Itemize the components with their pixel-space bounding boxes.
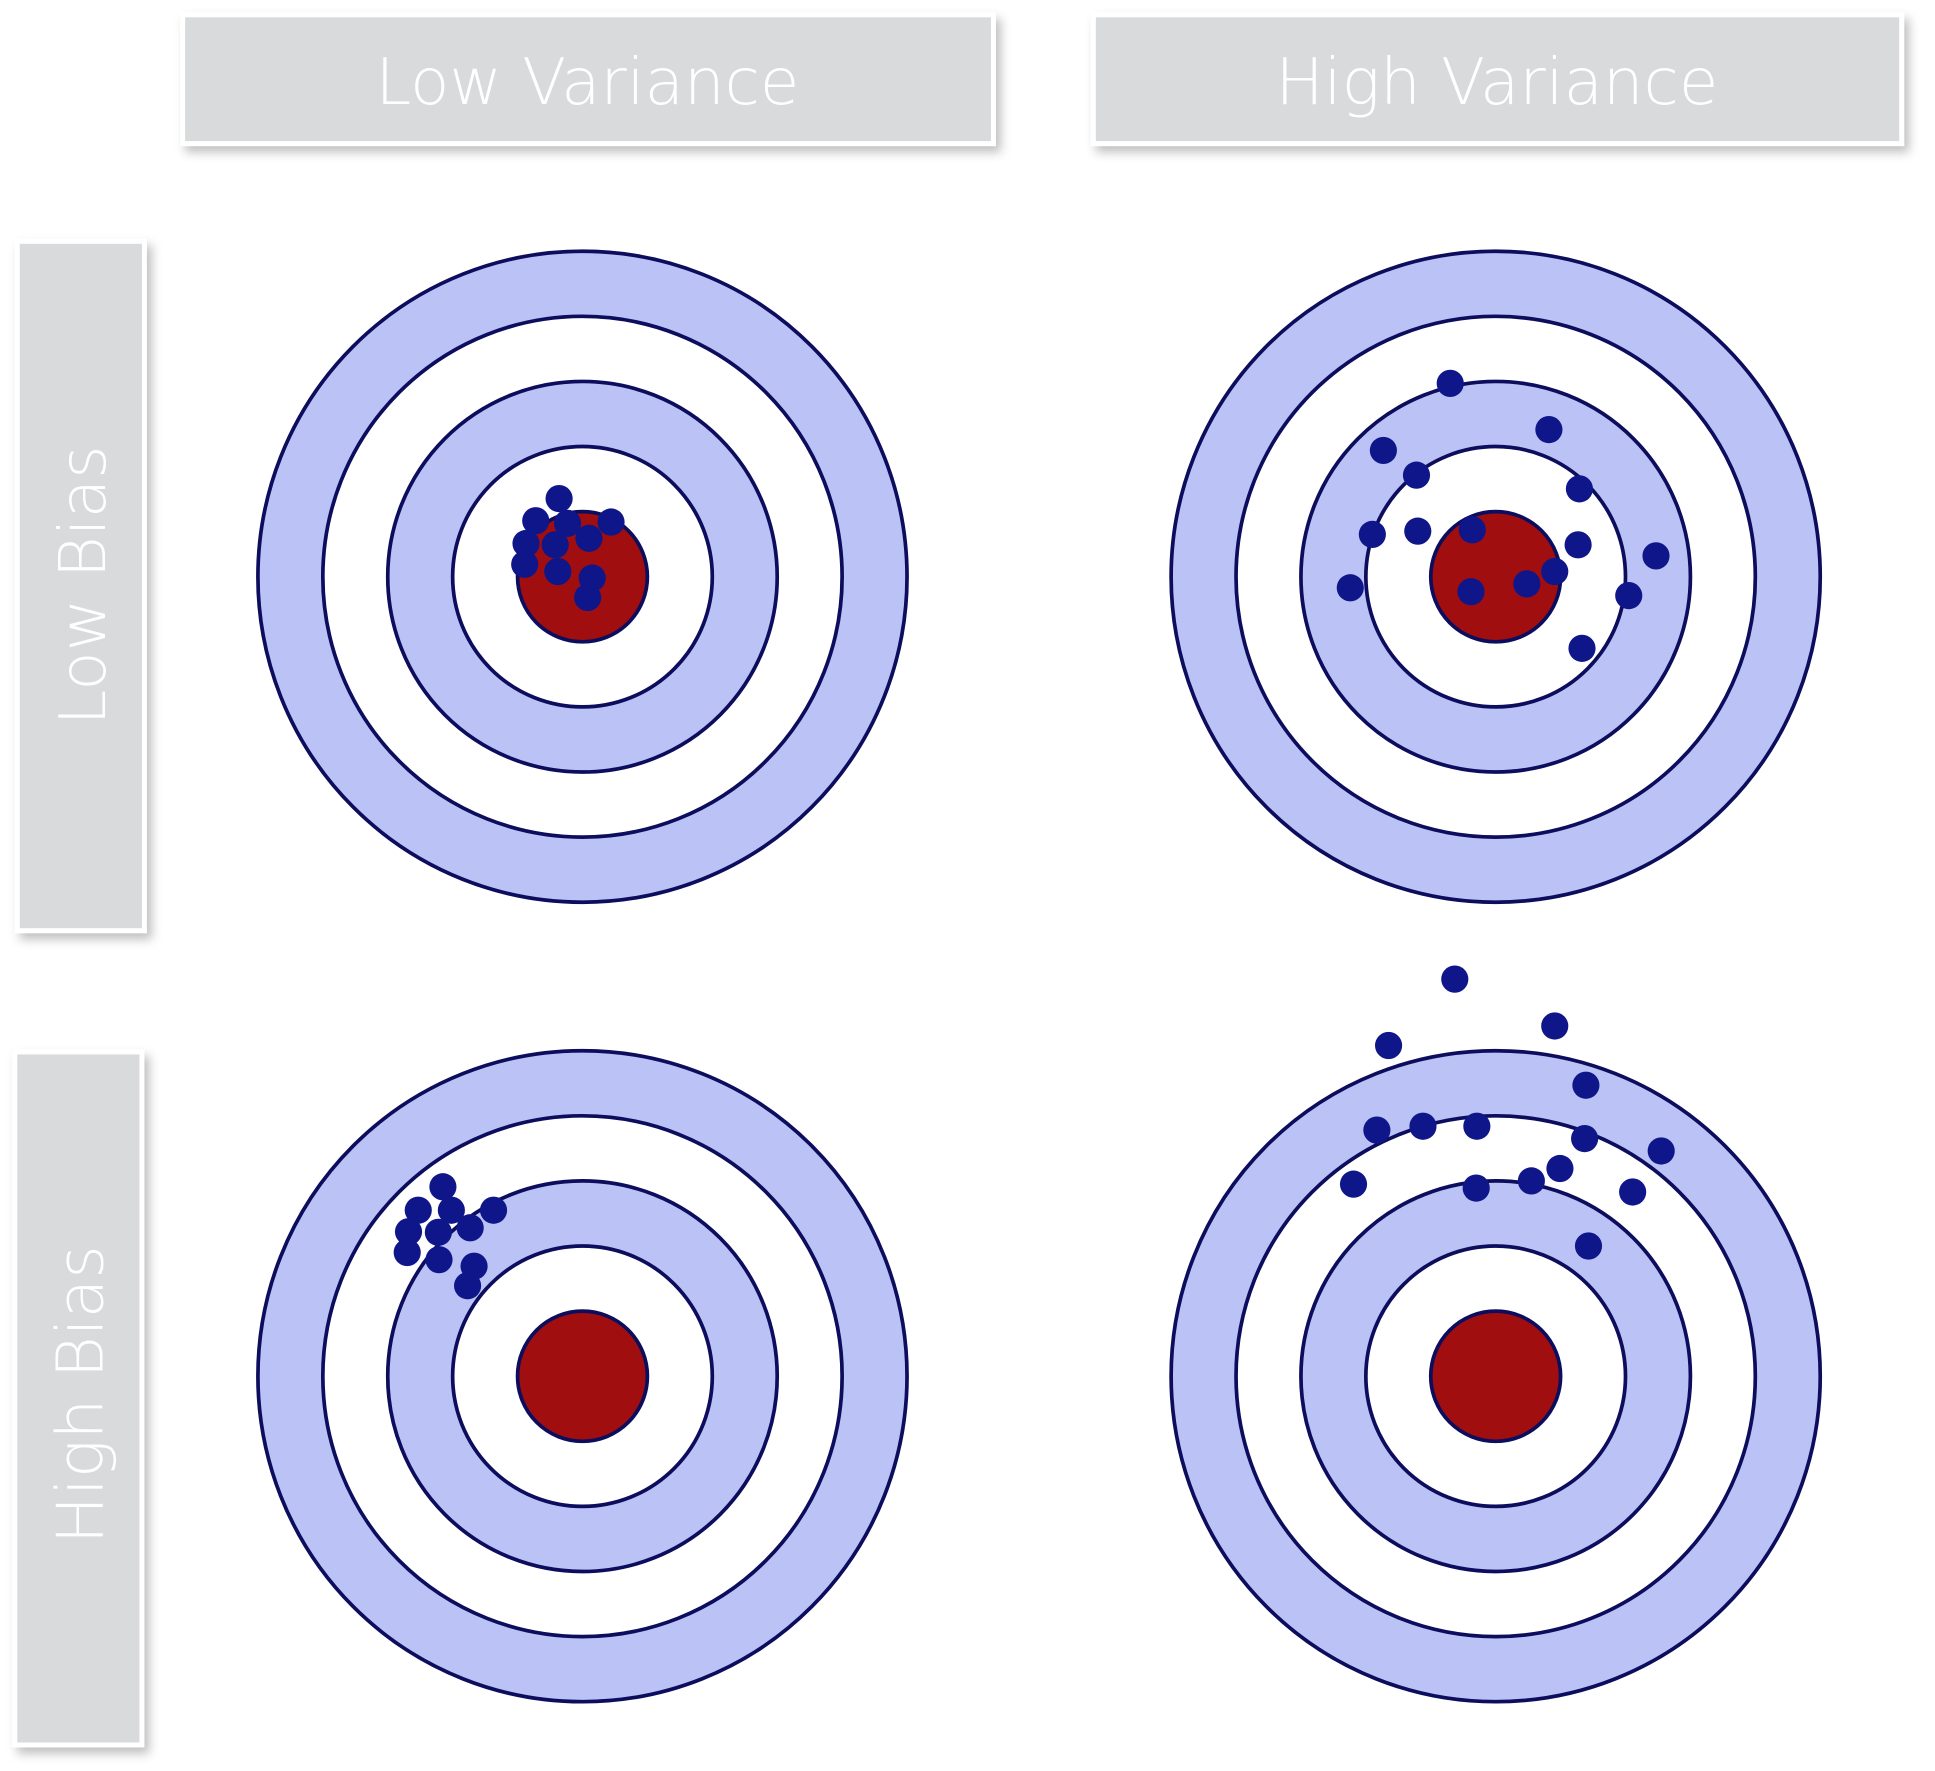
- shot-dot: [1647, 1137, 1675, 1165]
- shot-dot: [1574, 1232, 1603, 1260]
- column-header-high-variance: High Variance: [1090, 12, 1905, 147]
- shot-dot: [394, 1218, 423, 1246]
- shot-dot: [1571, 1124, 1599, 1153]
- shot-dot: [1441, 965, 1469, 993]
- shot-dot: [1642, 542, 1670, 570]
- target-high-bias-low-variance: [256, 1048, 909, 1704]
- shot-dot: [597, 508, 625, 536]
- shot-dot: [1615, 581, 1643, 610]
- shot-dot: [1369, 436, 1397, 465]
- bullseye: [1428, 509, 1563, 644]
- bullseye: [1428, 1309, 1563, 1444]
- shot-dot: [1564, 531, 1592, 559]
- target-low-bias-low-variance: [256, 249, 909, 905]
- shot-dot: [511, 550, 539, 578]
- shot-dot: [522, 507, 550, 535]
- shot-dot: [1409, 1112, 1437, 1140]
- shot-dot: [1463, 1112, 1491, 1140]
- shot-dot: [437, 1196, 465, 1224]
- bullseye: [515, 1309, 650, 1444]
- shot-dot: [1457, 578, 1485, 606]
- shot-dot: [1513, 570, 1541, 598]
- shot-dot: [1541, 557, 1569, 586]
- shot-dot: [1336, 574, 1364, 602]
- row-header-label: Low Bias: [46, 445, 121, 725]
- shot-dot: [1404, 517, 1432, 545]
- target-low-bias-high-variance: [1169, 249, 1823, 905]
- shot-dot: [1402, 461, 1431, 489]
- shot-dot: [541, 531, 569, 559]
- column-header-low-variance: Low Variance: [180, 12, 996, 147]
- shot-dot: [1565, 475, 1593, 503]
- shot-dot: [1339, 1170, 1368, 1198]
- row-header-low-bias: Low Bias: [14, 238, 147, 934]
- shot-dot: [1517, 1167, 1545, 1195]
- shot-dot: [574, 583, 602, 612]
- shot-dot: [429, 1173, 457, 1201]
- shot-dot: [544, 557, 572, 586]
- shot-dot: [425, 1246, 453, 1274]
- shot-dot: [1462, 1174, 1490, 1202]
- column-header-label: Low Variance: [375, 45, 799, 120]
- shot-dot: [1541, 1012, 1569, 1040]
- shot-dot: [479, 1196, 508, 1224]
- shot-dot: [424, 1218, 452, 1246]
- shot-dot: [456, 1214, 484, 1242]
- row-header-label: High Bias: [44, 1245, 119, 1544]
- shot-dot: [1458, 516, 1486, 544]
- shot-dot: [1436, 369, 1464, 397]
- shot-dot: [1619, 1178, 1647, 1206]
- shot-dot: [1358, 520, 1386, 549]
- shot-dot: [1568, 634, 1596, 662]
- shot-dot: [1374, 1031, 1403, 1060]
- shot-dot: [454, 1272, 482, 1300]
- target-high-bias-high-variance: [1169, 965, 1823, 1704]
- shot-dot: [575, 524, 603, 552]
- shot-dot: [1572, 1071, 1600, 1099]
- shot-dot: [404, 1196, 432, 1224]
- shot-dot: [545, 484, 573, 513]
- row-header-high-bias: High Bias: [12, 1049, 145, 1748]
- shot-dot: [512, 529, 540, 558]
- shot-dot: [1363, 1116, 1391, 1144]
- shot-dot: [1546, 1154, 1574, 1183]
- shot-dot: [553, 509, 582, 537]
- shot-dot: [393, 1238, 421, 1267]
- shot-dot: [1535, 415, 1563, 444]
- column-header-label: High Variance: [1276, 45, 1719, 120]
